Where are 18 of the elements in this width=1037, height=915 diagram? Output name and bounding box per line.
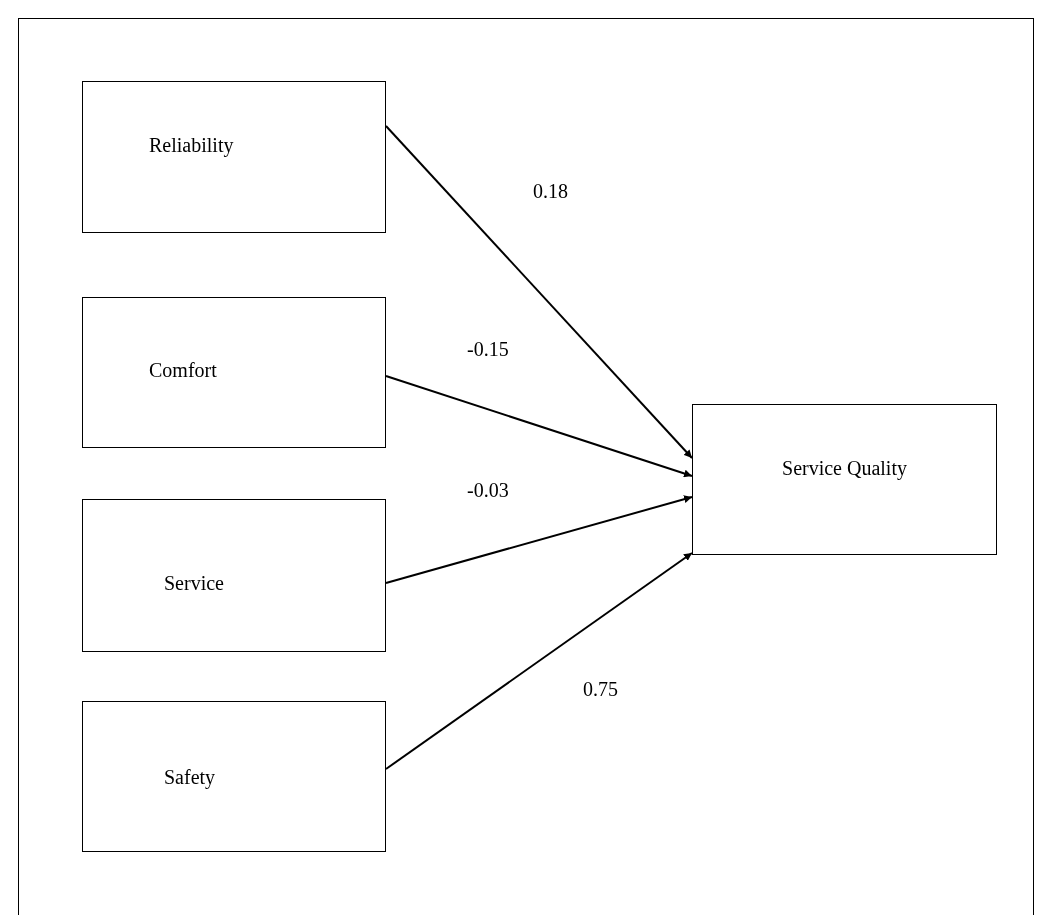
variable-label: Service [164, 572, 224, 595]
path-coefficient: -0.15 [467, 338, 509, 361]
path-coefficient: 0.18 [533, 180, 568, 203]
variable-box [82, 701, 386, 852]
variable-label: Reliability [149, 134, 234, 157]
path-coefficient: 0.75 [583, 678, 618, 701]
variable-box [82, 499, 386, 652]
variable-box [82, 81, 386, 233]
arrow [385, 375, 693, 478]
variable-box [82, 297, 386, 448]
arrow [385, 125, 693, 459]
path-coefficient: -0.03 [467, 479, 509, 502]
variable-label: Safety [164, 766, 216, 789]
variable-label: Service Quality [781, 457, 908, 480]
variable-box [692, 404, 997, 555]
arrow [385, 495, 693, 584]
arrow [385, 552, 693, 770]
variable-label: Comfort [149, 359, 217, 382]
